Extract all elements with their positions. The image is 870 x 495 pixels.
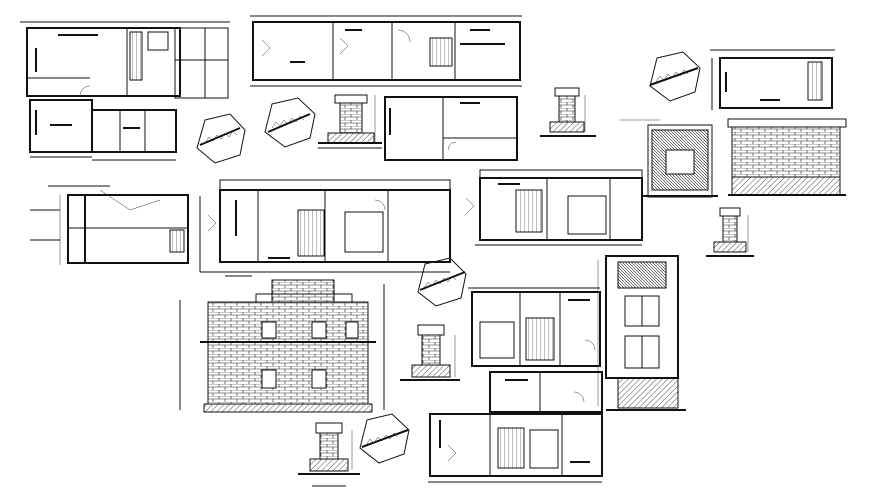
floor-plan-9 — [489, 371, 603, 413]
elevation-side — [597, 255, 686, 411]
section-1 — [30, 185, 189, 265]
floor-plan-1 — [20, 21, 230, 99]
stair-detail-5 — [359, 413, 410, 464]
footing-detail-2 — [540, 87, 596, 137]
stair-detail-3 — [649, 51, 701, 102]
footing-detail-5 — [298, 422, 360, 487]
stair-detail-4 — [417, 257, 467, 307]
footing-detail-3 — [706, 207, 754, 257]
floor-plan-10 — [428, 413, 603, 483]
floor-plan-6 — [199, 179, 451, 273]
floor-plan-7 — [465, 169, 643, 246]
brick-elevation-front — [179, 275, 385, 413]
floor-plan-5 — [710, 49, 835, 110]
footing-detail-1 — [318, 94, 382, 149]
floor-plan-4 — [384, 96, 518, 161]
stair-detail-2 — [264, 97, 316, 148]
brick-elevation-small-2 — [727, 118, 847, 196]
floor-plan-3 — [250, 15, 522, 87]
floor-plan-2 — [29, 99, 177, 161]
brick-elevation-small-1 — [620, 119, 718, 198]
footing-detail-4 — [400, 324, 460, 381]
floor-plan-8 — [468, 287, 601, 367]
stair-detail-1 — [196, 113, 246, 164]
